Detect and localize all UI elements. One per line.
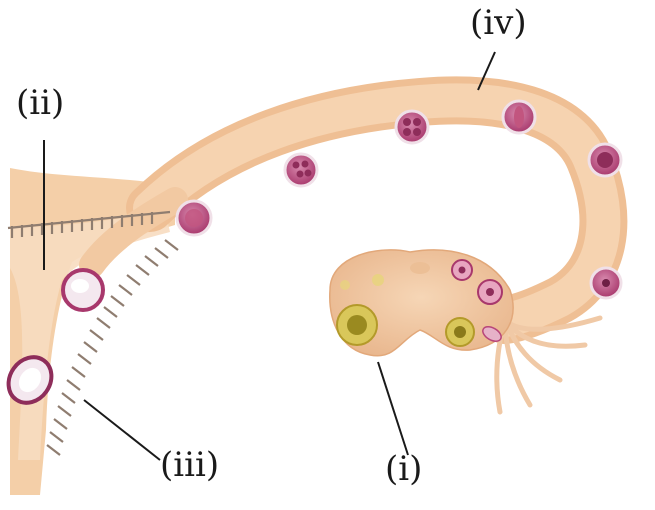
fimbriae [497,318,600,412]
label-iii: (iii) [160,448,219,482]
two-cell-embryo-icon [589,144,621,176]
zygote-icon [591,268,621,298]
leader-i [378,362,408,455]
morula-late-icon [285,154,317,186]
label-i: (i) [385,452,422,486]
leader-iii [84,400,160,460]
label-iv: (iv) [470,6,527,40]
implanting-blastocyst-icon [63,270,103,310]
four-cell-embryo-icon [503,101,535,133]
blastocyst-icon [177,201,211,235]
morula-icon [396,111,428,143]
label-ii: (ii) [16,86,64,120]
